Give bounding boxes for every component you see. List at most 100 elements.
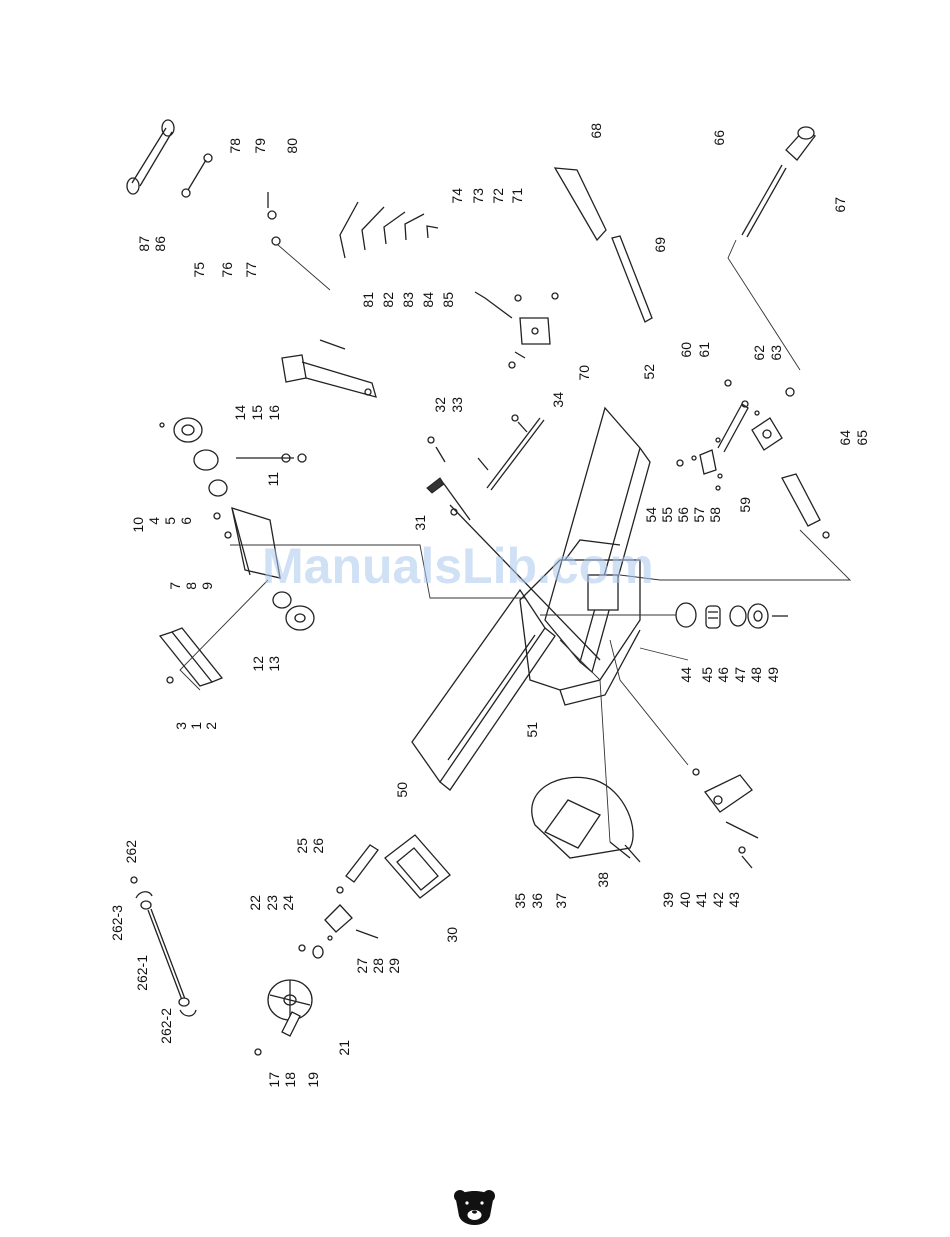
part-number-label: 17 [266,1072,282,1088]
part-number-label: 59 [737,497,753,513]
part-number-label: 9 [199,582,215,590]
knife-and-gib [555,168,652,322]
bear-head-icon [454,1190,495,1225]
part-number-label: 25 [294,838,310,854]
part-number-label: 85 [440,292,456,308]
part-number-label: 42 [710,892,726,908]
part-number-label: 40 [677,892,693,908]
part-number-label: 65 [854,430,870,446]
part-number-label: 60 [678,342,694,358]
part-number-label: 34 [550,392,566,408]
part-number-label: 262 [123,840,139,864]
part-number-label: 262-2 [158,1008,174,1044]
part-number-label: 36 [529,893,545,909]
part-number-label: 81 [360,292,376,308]
part-number-label: 70 [576,365,592,381]
part-number-label: 1 [188,722,204,730]
part-number-label: 29 [386,958,402,974]
part-number-label: 43 [726,892,742,908]
part-number-label: 4 [146,517,162,525]
access-cover [385,835,450,898]
part-number-label: 61 [696,342,712,358]
part-number-label: 18 [282,1072,298,1088]
part-number-label: 26 [310,838,326,854]
part-number-label: 74 [449,188,465,204]
part-number-label: 50 [394,782,410,798]
part-number-label: 6 [178,517,194,525]
part-number-label: 54 [643,507,659,523]
part-number-label: 62 [751,345,767,361]
part-number-label: 72 [490,188,506,204]
part-number-label: 262-3 [109,905,125,941]
part-number-label: 46 [715,667,731,683]
part-number-label: 73 [470,188,486,204]
part-number-label: 82 [380,292,396,308]
part-number-label: 32 [432,397,448,413]
part-number-label: 33 [449,397,465,413]
part-number-label: 22 [247,895,263,911]
part-number-label: 12 [250,656,266,672]
part-number-label: 76 [219,262,235,278]
part-number-label: 15 [249,405,265,421]
part-number-label: 83 [400,292,416,308]
shaft-assembly [131,877,196,1016]
part-number-label: 41 [693,892,709,908]
part-number-label: 19 [305,1072,321,1088]
part-number-label: 80 [284,138,300,154]
part-number-label: 39 [660,892,676,908]
part-number-label: 86 [152,236,168,252]
part-number-label: 87 [136,236,152,252]
part-number-label: 16 [266,405,282,421]
fence-rail-parts [427,415,527,520]
part-number-label: 68 [588,123,604,139]
part-number-label: 69 [652,237,668,253]
part-number-label: 51 [524,722,540,738]
part-number-label: 2 [203,722,219,730]
part-number-label: 75 [191,262,207,278]
part-number-label: 3 [173,722,189,730]
part-number-label: 71 [509,188,525,204]
part-number-label: 30 [444,927,460,943]
part-number-label: 56 [675,507,691,523]
watermark-text: ManualsLib.com [262,538,654,594]
part-number-label: 13 [266,656,282,672]
part-number-label: 31 [412,515,428,531]
part-number-label: 45 [699,667,715,683]
part-number-label: 64 [837,430,853,446]
part-number-label: 49 [765,667,781,683]
fence-lock-bracket [475,292,558,368]
part-number-label: 21 [336,1040,352,1056]
cutterhead-guard [532,640,640,862]
part-number-label: 55 [659,507,675,523]
part-number-label: 24 [280,895,296,911]
part-number-label: 262-1 [134,955,150,991]
part-number-label: 78 [227,138,243,154]
part-number-label: 38 [595,872,611,888]
part-number-label: 84 [420,292,436,308]
hex-key-set [340,202,438,258]
part-number-label: 27 [354,958,370,974]
part-number-label: 66 [711,130,727,146]
part-number-label: 48 [748,667,764,683]
part-number-label: 28 [370,958,386,974]
handle-rod [728,127,815,370]
wrench-set [127,120,212,197]
tension-bracket [677,438,722,490]
part-number-label: 7 [167,582,183,590]
part-number-label: 52 [641,364,657,380]
part-number-label: 37 [553,893,569,909]
part-number-label: 10 [130,517,146,533]
part-number-label: 23 [264,895,280,911]
part-number-label: 11 [265,472,281,487]
part-number-label: 58 [707,507,723,523]
adjustment-block [620,380,850,580]
part-number-label: 57 [691,507,707,523]
part-number-label: 35 [512,893,528,909]
part-number-label: 44 [678,667,694,683]
part-number-label: 67 [832,197,848,213]
handwheel-assembly [255,845,378,1055]
part-number-label: 79 [252,138,268,154]
part-number-label: 77 [243,262,259,278]
part-number-label: 5 [162,517,178,525]
